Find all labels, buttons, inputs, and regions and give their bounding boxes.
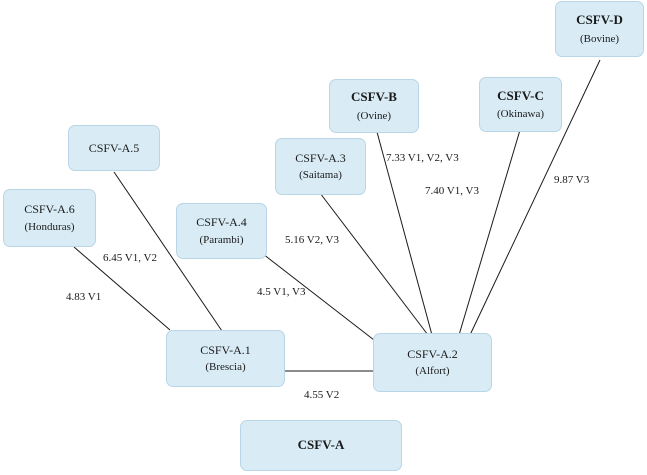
edge-d-a2 — [469, 59, 601, 336]
node-csfv-a3: CSFV-A.3 (Saitama) — [275, 138, 366, 195]
node-csfv-a3-name: CSFV-A.3 — [295, 150, 346, 165]
edge-a4-a2 — [262, 253, 375, 341]
node-csfv-c: CSFV-C (Okinawa) — [479, 77, 562, 132]
node-csfv-a2-name: CSFV-A.2 — [407, 346, 458, 361]
node-csfv-a3-host: (Saitama) — [299, 169, 342, 182]
edge-label-a5-a1: 6.45 V1, V2 — [103, 252, 157, 264]
node-csfv-a2: CSFV-A.2 (Alfort) — [373, 333, 492, 392]
node-csfv-b-host: (Ovine) — [356, 109, 392, 122]
edge-label-b-a2: 7.33 V1, V2, V3 — [386, 152, 459, 164]
edge-a6-a1 — [73, 246, 171, 331]
node-csfv-a: CSFV-A — [240, 420, 402, 471]
node-csfv-b: CSFV-B (Ovine) — [329, 79, 419, 133]
edge-label-d-a2: 9.87 V3 — [554, 174, 590, 186]
node-csfv-d: CSFV-D (Bovine) — [555, 1, 644, 57]
node-csfv-d-host: (Bovine) — [579, 32, 620, 45]
edge-a5-a1 — [113, 171, 223, 332]
node-csfv-a4: CSFV-A.4 (Parambi) — [176, 203, 267, 259]
edge-label-c-a2: 7.40 V1, V3 — [425, 185, 479, 197]
node-csfv-b-name: CSFV-B — [351, 89, 397, 105]
node-csfv-a-name: CSFV-A — [297, 437, 345, 453]
node-csfv-a1: CSFV-A.1 (Brescia) — [166, 330, 285, 387]
edge-c-a2 — [458, 129, 521, 336]
edge-a3-a2 — [319, 192, 429, 336]
node-csfv-a2-host: (Alfort) — [415, 365, 450, 378]
node-csfv-a5: CSFV-A.5 — [68, 125, 160, 171]
node-csfv-a1-host: (Brescia) — [205, 361, 246, 374]
node-csfv-a6-host: (Honduras) — [24, 220, 75, 233]
node-csfv-d-name: CSFV-D — [576, 12, 623, 28]
edge-b-a2 — [376, 131, 433, 336]
node-csfv-a4-name: CSFV-A.4 — [196, 215, 247, 230]
node-csfv-c-name: CSFV-C — [497, 87, 544, 103]
node-csfv-a5-name: CSFV-A.5 — [88, 140, 140, 155]
node-csfv-a1-name: CSFV-A.1 — [200, 342, 251, 357]
edge-label-a1-a2: 4.55 V2 — [304, 389, 340, 401]
node-csfv-a4-host: (Parambi) — [199, 233, 244, 246]
edge-label-a4-a2: 4.5 V1, V3 — [257, 286, 306, 298]
node-csfv-a6: CSFV-A.6 (Honduras) — [3, 189, 96, 247]
node-csfv-c-host: (Okinawa) — [496, 108, 545, 121]
node-csfv-a6-name: CSFV-A.6 — [24, 202, 75, 217]
edge-label-a6-a1: 4.83 V1 — [66, 291, 102, 303]
edge-label-a3-a2: 5.16 V2, V3 — [285, 234, 339, 246]
